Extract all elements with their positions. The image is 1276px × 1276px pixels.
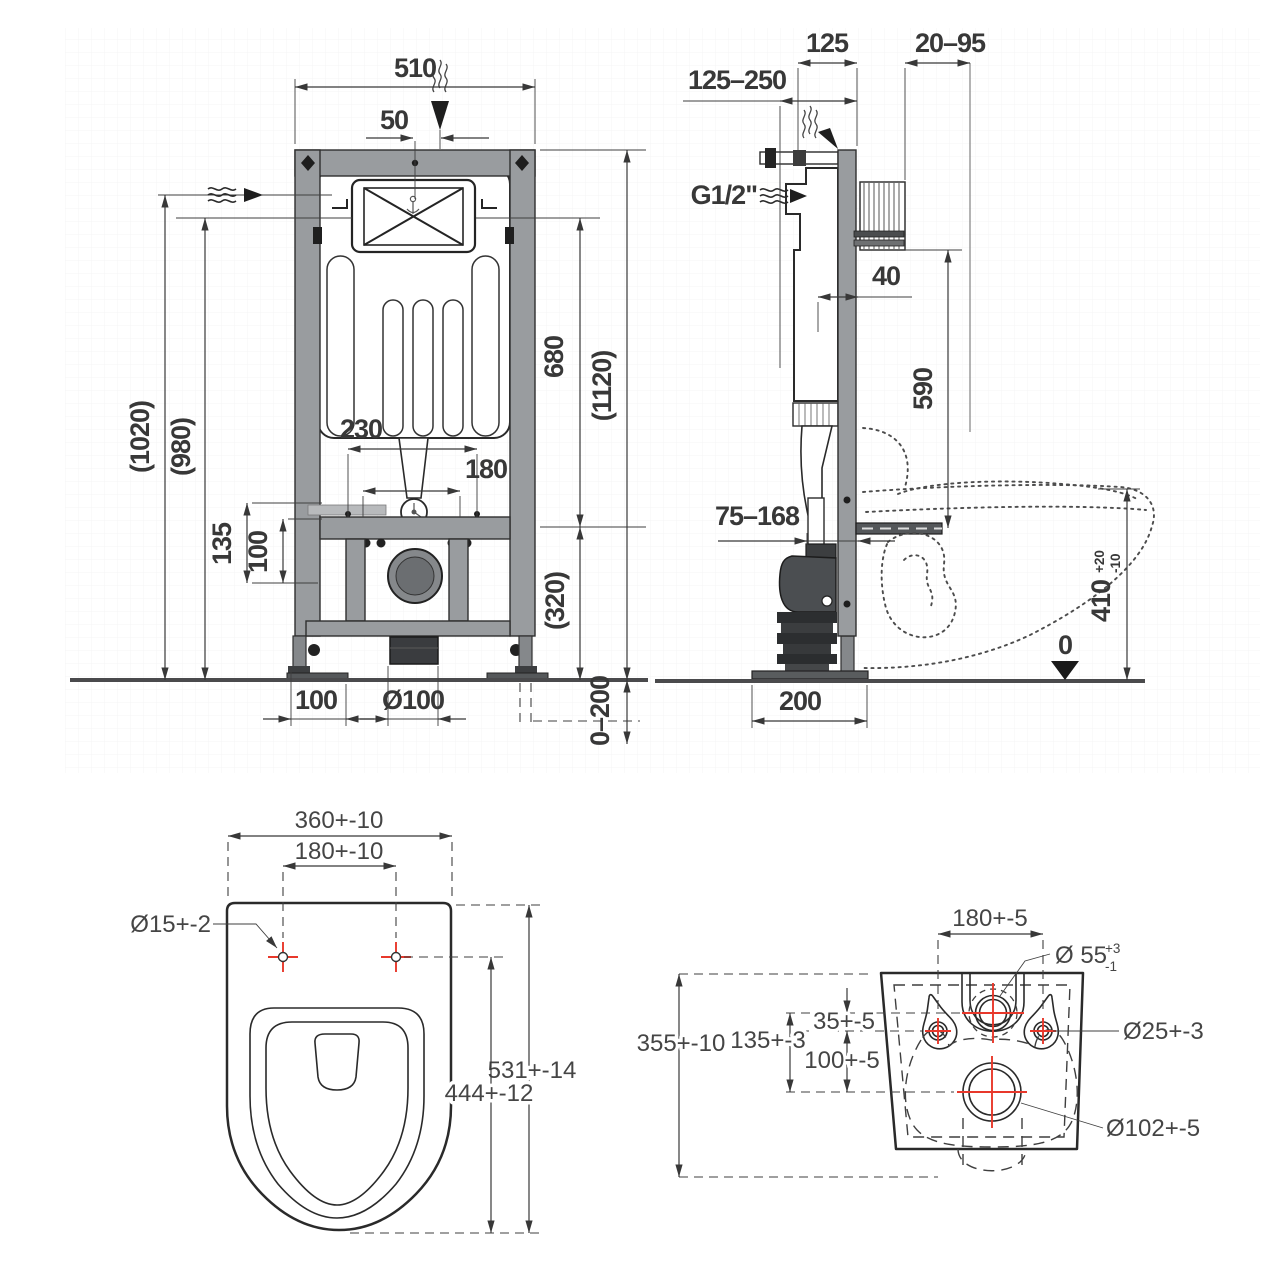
- dim-label-100: 100: [243, 531, 273, 573]
- red-center-mark: [268, 942, 411, 972]
- datum-zero-label: 0: [1058, 630, 1072, 660]
- frame-rails: [294, 149, 536, 637]
- dim-label-135-back: 135+-3: [730, 1027, 805, 1054]
- frame-feet: [286, 635, 549, 681]
- dim-label-d25: Ø25+-3: [1123, 1018, 1204, 1045]
- water-inlet-pipe: [759, 148, 839, 168]
- lower-crossbar: [305, 620, 511, 637]
- dim-label-d55-plus: +3: [1105, 941, 1120, 956]
- dim-label-180-back: 180+-5: [952, 905, 1027, 932]
- dim-label-410-minus: -10: [1108, 553, 1123, 573]
- dim-label-320: (320): [540, 572, 570, 630]
- dim-label-444: 444+-12: [445, 1080, 534, 1107]
- wall-bracket: [853, 181, 906, 251]
- bowl-back-outline: [879, 971, 1085, 1151]
- cistern-collar: [792, 402, 839, 427]
- flush-plate-opening: [332, 178, 497, 254]
- dim-label-590: 590: [908, 368, 938, 410]
- flush-arrow-icon: [818, 128, 838, 149]
- dim-label-100-back: 100+-5: [804, 1047, 879, 1074]
- dim-label-0-200: 0–200: [585, 676, 615, 746]
- flush-jet-opening: [314, 1033, 360, 1091]
- dim-label-20-95: 20–95: [915, 28, 986, 58]
- cistern-ribs: [326, 255, 500, 437]
- seat-contour: [249, 1007, 425, 1219]
- steam-icon: [802, 105, 818, 139]
- dim-label-75-168: 75–168: [715, 501, 800, 531]
- bowl-rim: [265, 1021, 409, 1206]
- dim-label-680: 680: [539, 336, 569, 378]
- dim-label-355: 355+-10: [637, 1030, 726, 1057]
- flush-pipe-arrow-icon: [431, 101, 449, 130]
- dim-label-135: 135: [207, 522, 237, 565]
- drain-pipe: [389, 636, 439, 665]
- dim-label-d15: Ø15+-2: [130, 911, 211, 938]
- datum-triangle-icon: [1051, 661, 1079, 680]
- dim-label-1120: (1120): [587, 351, 617, 422]
- corner-bolt-icon: [515, 155, 529, 171]
- base-plate: [751, 670, 869, 680]
- inner-contour-dashed: [893, 984, 1071, 1138]
- bowl-cavity-dashed: [904, 1029, 1078, 1148]
- front-dimensions: 510 50 (1020) (980) (1120) 680 (320) 230…: [125, 53, 646, 746]
- back-view-dimensions: 180+-5 355+-10 135+-3 35+-5 100+-5 Ø 55 …: [633, 905, 1204, 1178]
- dim-label-125: 125: [806, 28, 849, 58]
- top-view-dimensions: 360+-10 180+-10 Ø15+-2 531+-14 444+-12: [130, 807, 580, 1234]
- toilet-bowl-dashed-outline: [862, 427, 1155, 670]
- dim-label-180-top: 180+-10: [295, 838, 384, 865]
- dim-label-d55-minus: -1: [1105, 959, 1117, 974]
- drain-elbow: [387, 548, 443, 604]
- dim-label-50: 50: [380, 105, 408, 135]
- dim-label-foot-100: 100: [295, 685, 337, 715]
- dim-label-410: 410 +20 -10: [1086, 550, 1123, 622]
- dim-label-510: 510: [394, 53, 436, 83]
- dim-label-360: 360+-10: [295, 807, 384, 834]
- flush-funnel: [398, 437, 429, 499]
- dim-label-180: 180: [465, 454, 507, 484]
- bowl-outline: [225, 901, 453, 1232]
- bowl-fixing-rod: [855, 522, 943, 535]
- frame-leg: [840, 635, 855, 673]
- dim-label-230: 230: [340, 414, 382, 444]
- frame-rail-side: [837, 149, 857, 637]
- dim-label-g12: G1/2": [691, 180, 758, 210]
- support-post: [345, 538, 366, 622]
- water-inlet-icon: [158, 187, 332, 203]
- dim-label-35: 35+-5: [813, 1008, 875, 1035]
- flush-drop-pipe: [807, 497, 825, 547]
- svg-text:410: 410: [1086, 580, 1116, 622]
- red-center-mark: [925, 983, 1056, 1128]
- outlet-arc-dashed: [957, 1148, 1027, 1172]
- paper-grid-texture: [65, 28, 1260, 773]
- water-supply-icon: [759, 188, 807, 204]
- dim-label-40: 40: [872, 261, 900, 291]
- frame-side-view: 125–250 125 20–95 G1/2" 40 590 75–168: [655, 28, 1155, 728]
- anchor-icon: [406, 195, 420, 214]
- dim-label-531: 531+-14: [488, 1057, 577, 1084]
- dim-label-d55: Ø 55: [1055, 942, 1107, 969]
- bowl-back-view: 180+-5 355+-10 135+-3 35+-5 100+-5 Ø 55 …: [633, 905, 1204, 1178]
- frame-front-view: 510 50 (1020) (980) (1120) 680 (320) 230…: [70, 53, 648, 746]
- dim-label-125-250: 125–250: [688, 65, 786, 95]
- support-post: [448, 538, 469, 622]
- cistern-profile: [785, 167, 839, 402]
- drain-elbow-side: [777, 543, 837, 671]
- dim-label-1020: (1020): [125, 401, 155, 473]
- dim-label-drain-dia: Ø100: [382, 685, 444, 715]
- outlet-channel-dashed: [962, 1118, 1023, 1170]
- bowl-top-view: 360+-10 180+-10 Ø15+-2 531+-14 444+-12: [130, 807, 580, 1234]
- dim-label-200: 200: [779, 686, 821, 716]
- dim-label-410-plus: +20: [1092, 550, 1107, 573]
- dim-label-980: (980): [166, 418, 196, 476]
- side-dimensions: 125–250 125 20–95 G1/2" 40 590 75–168: [683, 28, 1140, 728]
- corner-bolt-icon: [301, 155, 315, 171]
- dim-label-d102: Ø102+-5: [1106, 1115, 1200, 1142]
